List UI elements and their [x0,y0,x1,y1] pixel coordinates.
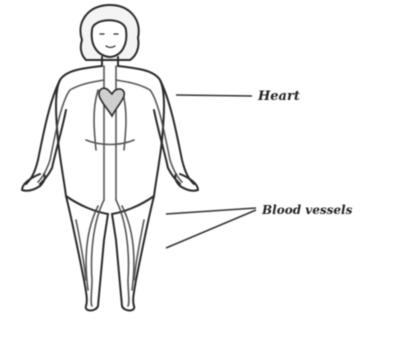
head [92,20,127,57]
heart-pointer-line [176,95,252,96]
heart-label: Heart [258,89,300,104]
vessels-pointer-line-2 [166,210,256,248]
blood-vessels-label: Blood vessels [262,203,352,217]
heart [99,88,124,116]
vessels-pointer-line-1 [166,208,256,214]
torso-outline [56,66,164,196]
